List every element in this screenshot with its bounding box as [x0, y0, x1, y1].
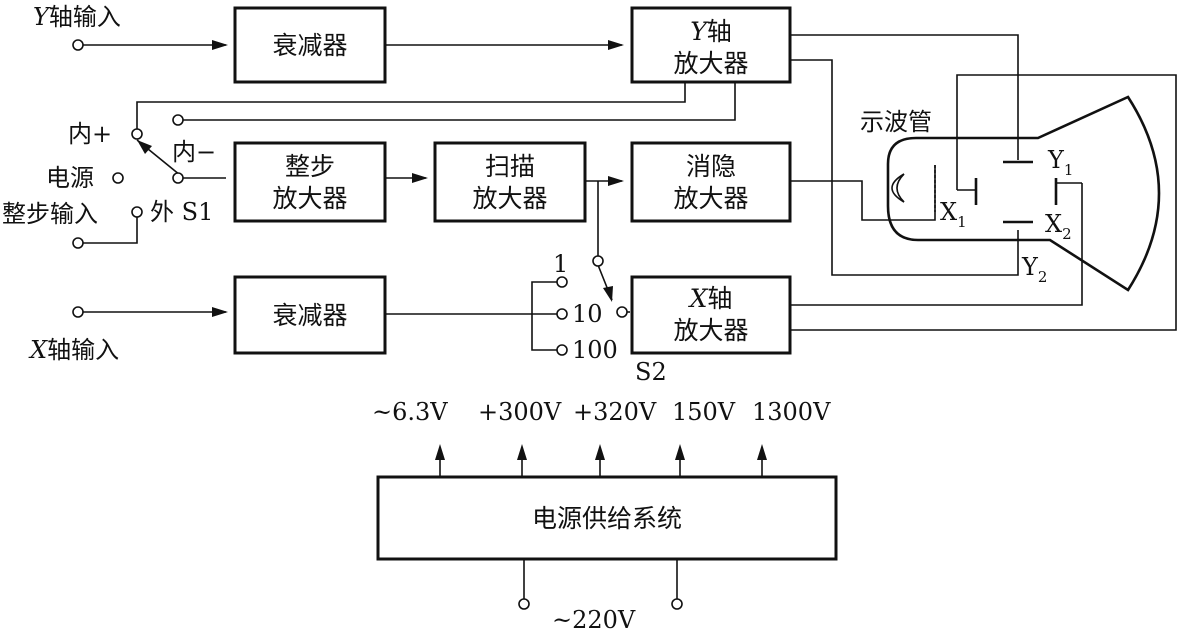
crt-tube — [886, 95, 1161, 292]
arrow-blanking — [608, 176, 624, 186]
x1-label: X1 — [940, 198, 967, 231]
arrow-out-4 — [675, 444, 685, 460]
s2-pos100-terminal[interactable] — [556, 344, 568, 356]
inner-minus-label: 内− — [172, 138, 216, 166]
arrow-y-input — [212, 40, 228, 50]
inner-plus-label: 内+ — [68, 120, 112, 148]
mains-input-label: ~220V — [552, 606, 636, 633]
sync-input-terminal[interactable] — [72, 237, 84, 249]
arrow-out-3 — [595, 444, 605, 460]
arrow-x-input — [212, 307, 228, 317]
arrow-out-1 — [435, 444, 445, 460]
arrow-out-5 — [757, 444, 767, 460]
power-sync-terminal[interactable] — [112, 172, 124, 184]
arrow-sweep — [412, 173, 428, 183]
y-input-terminal[interactable] — [72, 39, 84, 51]
s1-inner-minus-terminal[interactable] — [172, 114, 184, 126]
blanking-amplifier-label-1: 消隐 — [686, 152, 736, 181]
x2-label: X2 — [1045, 210, 1072, 243]
x-input-terminal[interactable] — [72, 306, 84, 318]
blanking-amplifier-label-2: 放大器 — [673, 184, 748, 213]
signal-arrows — [212, 40, 767, 460]
x-attenuator-block — [233, 275, 387, 355]
y-attenuator-block — [233, 6, 387, 84]
power-output-3: +320V — [573, 398, 657, 426]
s2-pos1-terminal[interactable] — [556, 276, 568, 288]
x-amplifier-label-1: X轴 — [688, 284, 733, 313]
s1-common-terminal[interactable] — [172, 172, 184, 184]
s2-common-terminal[interactable] — [592, 255, 604, 267]
outer-s1-label: 外 S1 — [150, 198, 213, 226]
s2-pos-100-label: 100 — [572, 336, 618, 364]
s2-pos10-terminal[interactable] — [556, 308, 568, 320]
x-input-label: X轴输入 — [28, 336, 119, 364]
y1-label: Y1 — [1047, 146, 1073, 179]
sync-amplifier-label-2: 放大器 — [272, 184, 347, 213]
power-output-1: ~6.3V — [372, 398, 448, 426]
crt-title: 示波管 — [860, 108, 932, 136]
mains-terminal-left[interactable] — [518, 598, 530, 610]
blanking-amplifier-block — [630, 141, 792, 223]
power-supply-label: 电源供给系统 — [532, 504, 682, 533]
sync-input-label: 整步输入 — [2, 200, 98, 228]
y2-label: Y2 — [1021, 253, 1047, 286]
y-input-label: Y轴输入 — [33, 3, 121, 31]
y-amplifier-label-2: 放大器 — [673, 49, 748, 78]
sweep-amplifier-label-2: 放大器 — [472, 184, 547, 213]
switch-s2 — [597, 264, 613, 302]
y-amplifier-block — [630, 6, 792, 84]
s2-label: S2 — [635, 358, 667, 386]
x-amplifier-label-2: 放大器 — [673, 316, 748, 345]
sweep-amplifier-block — [433, 141, 587, 223]
power-output-2: +300V — [478, 398, 562, 426]
s2-pos-1-label: 1 — [553, 250, 568, 278]
x-attenuator-label: 衰减器 — [272, 301, 347, 330]
s1-outer-terminal[interactable] — [131, 206, 143, 218]
s2-output-terminal[interactable] — [616, 306, 628, 318]
power-supply-block — [376, 475, 838, 561]
arrow-y-amp — [608, 40, 624, 50]
y-attenuator-label: 衰减器 — [272, 31, 347, 60]
x-amplifier-block — [630, 275, 792, 355]
sweep-amplifier-label-1: 扫描 — [485, 152, 535, 181]
y-amplifier-label-1: Y轴 — [690, 17, 732, 46]
power-output-4: 150V — [672, 398, 736, 426]
mains-terminal-right[interactable] — [671, 598, 683, 610]
s2-pos-10-label: 10 — [572, 300, 603, 328]
switch-s1 — [136, 139, 181, 176]
sync-amplifier-label-1: 整步 — [285, 152, 335, 181]
s1-inner-plus-terminal[interactable] — [131, 128, 143, 140]
power-label: 电源 — [46, 164, 94, 192]
power-output-5: 1300V — [752, 398, 831, 426]
terminals — [72, 39, 683, 610]
arrow-out-2 — [517, 444, 527, 460]
sync-amplifier-block — [233, 141, 387, 223]
